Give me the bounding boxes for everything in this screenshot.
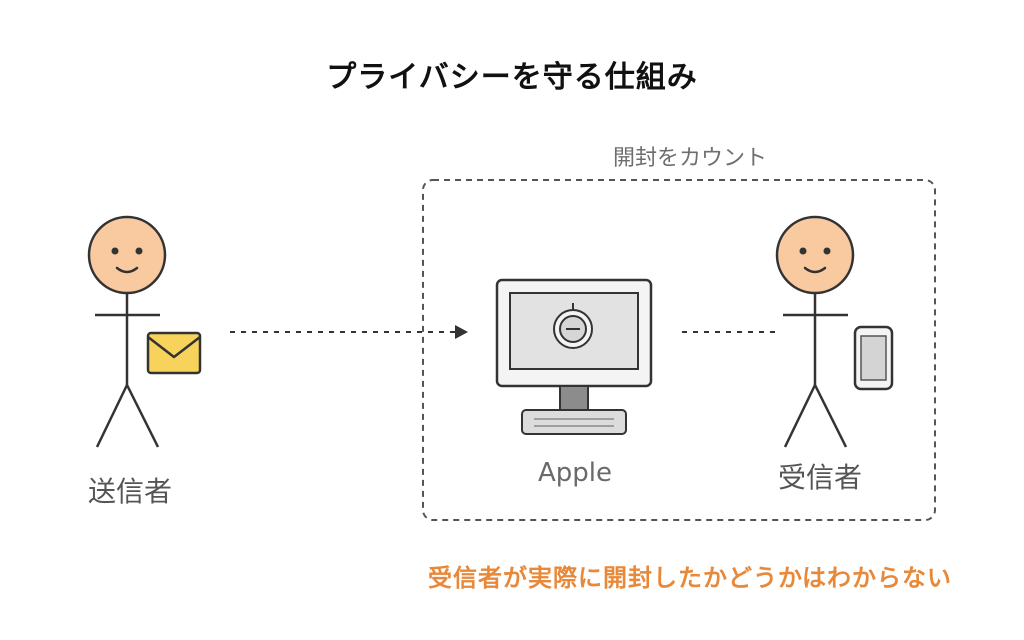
receiver-eye-left [799, 247, 807, 255]
privacy-note: 受信者が実際に開封したかどうかはわからない [427, 564, 953, 592]
sender-mouth [115, 266, 139, 274]
sender-eye-right [135, 247, 143, 255]
diagram-title: プライバシーを守る仕組み [326, 60, 698, 95]
receiver-head [775, 215, 855, 295]
receiver-figure [775, 215, 855, 448]
receiver-leg-left [783, 384, 817, 448]
receiver-label: 受信者 [777, 461, 862, 494]
receiver-leg-right [813, 384, 848, 448]
smartphone-icon [853, 325, 894, 391]
apple-logo-icon [553, 303, 593, 349]
sender-label: 送信者 [87, 475, 172, 508]
apple-label: Apple [537, 458, 612, 488]
arrow-head [455, 325, 468, 339]
count-boundary-box [422, 179, 936, 521]
box-label: 開封をカウント [612, 146, 767, 171]
sender-leg-right [125, 384, 160, 448]
sender-figure [87, 215, 167, 448]
sender-eye-left [111, 247, 119, 255]
sender-head [87, 215, 167, 295]
envelope-icon [146, 331, 202, 375]
receiver-eye-right [823, 247, 831, 255]
receiver-mouth [803, 266, 827, 274]
sender-leg-left [95, 384, 129, 448]
